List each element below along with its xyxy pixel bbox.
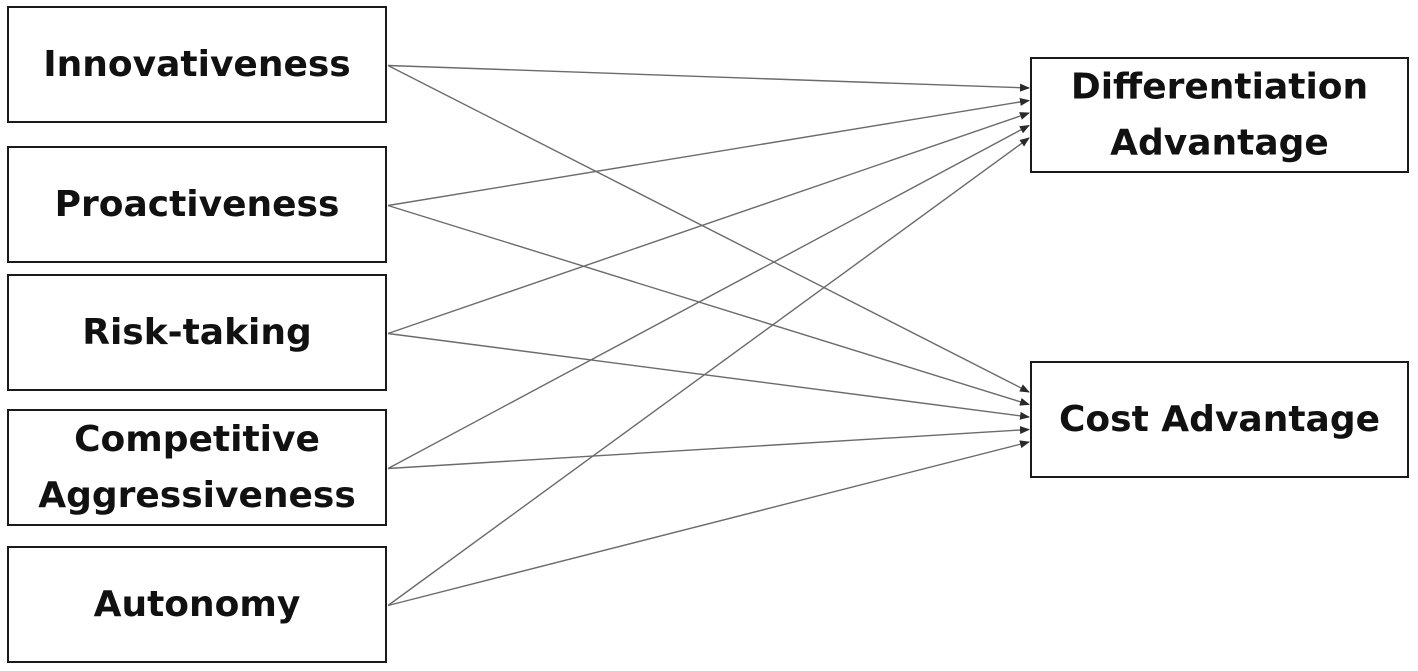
- node-risk-taking: Risk-taking: [7, 274, 387, 391]
- node-label-autonomy: Autonomy: [94, 584, 301, 625]
- arrow-innovativeness-to-cost-advantage: [387, 64, 1030, 393]
- node-cost-advantage: Cost Advantage: [1030, 361, 1409, 478]
- node-autonomy: Autonomy: [7, 546, 387, 663]
- node-box-competitive-aggressiveness: [7, 409, 387, 526]
- node-label-differentiation-advantage-line-1: Differentiation: [1071, 67, 1368, 108]
- arrow-risk-taking-to-cost-advantage: [387, 332, 1030, 420]
- arrow-proactiveness-to-cost-advantage: [387, 204, 1030, 406]
- arrow-risk-taking-to-differentiation-advantage: [387, 112, 1030, 335]
- arrow-proactiveness-to-differentiation-advantage: [387, 98, 1030, 207]
- node-label-competitive-aggressiveness-line-1: Competitive: [74, 419, 320, 460]
- node-label-innovativeness: Innovativeness: [43, 44, 350, 85]
- node-label-risk-taking: Risk-taking: [82, 312, 312, 353]
- arrow-competitive-aggressiveness-to-differentiation-advantage: [387, 124, 1030, 470]
- node-box-autonomy: [7, 546, 387, 663]
- node-box-risk-taking: [7, 274, 387, 391]
- node-label-competitive-aggressiveness-line-2: Aggressiveness: [38, 475, 356, 516]
- node-box-proactiveness: [7, 146, 387, 263]
- node-label-cost-advantage: Cost Advantage: [1059, 399, 1380, 440]
- node-box-cost-advantage: [1030, 361, 1409, 478]
- node-label-proactiveness: Proactiveness: [55, 184, 340, 225]
- node-box-differentiation-advantage: [1030, 57, 1409, 173]
- nodes-layer: InnovativenessProactivenessRisk-takingCo…: [7, 6, 1409, 663]
- node-innovativeness: Innovativeness: [7, 6, 387, 123]
- node-box-innovativeness: [7, 6, 387, 123]
- node-label-differentiation-advantage-line-2: Advantage: [1110, 123, 1329, 164]
- arrow-innovativeness-to-differentiation-advantage: [387, 64, 1030, 92]
- arrow-autonomy-to-cost-advantage: [387, 440, 1030, 607]
- arrow-autonomy-to-differentiation-advantage: [387, 137, 1030, 607]
- arrow-competitive-aggressiveness-to-cost-advantage: [387, 426, 1030, 470]
- node-proactiveness: Proactiveness: [7, 146, 387, 263]
- arrows-layer: [387, 64, 1030, 607]
